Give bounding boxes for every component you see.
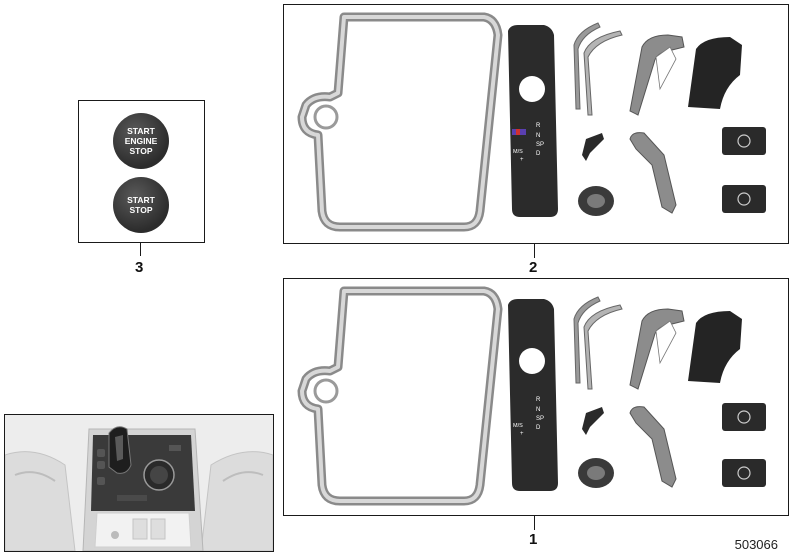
engine-button-line-2: ENGINE (124, 136, 158, 146)
callout-kit-top: 2 (529, 259, 538, 276)
callout-buttons: 3 (135, 259, 144, 276)
start-button-line-2: STOP (129, 205, 153, 215)
screw (582, 407, 604, 435)
park-switch-lower (722, 185, 766, 213)
gear-label-plus: + (520, 431, 524, 437)
park-switch-upper (722, 127, 766, 155)
callout-kit-bottom: 1 (529, 531, 538, 548)
grommet (578, 458, 614, 488)
gear-label-d: D (536, 425, 541, 431)
center-panel: R N SP D M/S + (508, 25, 558, 217)
shift-trim-lower (629, 132, 677, 214)
gear-label-n: N (536, 133, 540, 139)
gear-label-plus: + (520, 157, 524, 163)
chrome-strips (573, 22, 623, 116)
dark-cover (688, 311, 742, 383)
shift-trim-lower (629, 406, 677, 488)
gear-label-sp: SP (536, 416, 544, 422)
screw (582, 133, 604, 161)
kit-box-bottom: R N SP D M/S + (283, 278, 789, 516)
gear-label-sp: SP (536, 142, 544, 148)
park-switch-lower (722, 459, 766, 487)
engine-button-line-1: START (127, 126, 155, 136)
leader-line-kit-top (534, 243, 535, 258)
center-panel: R N SP D M/S + (508, 299, 558, 491)
gear-label-r: R (536, 397, 541, 403)
trim-frame (297, 12, 503, 232)
diagram-number: 503066 (734, 537, 778, 552)
buttons-box: START ENGINE STOP START STOP (78, 100, 205, 243)
interior-overview (4, 414, 274, 552)
engine-button-line-3: STOP (129, 146, 153, 156)
gear-label-r: R (536, 123, 541, 129)
gear-label-ms: M/S (513, 149, 523, 155)
leader-line-buttons (140, 242, 141, 256)
dark-cover (688, 37, 742, 109)
start-stop-button: START STOP (113, 177, 169, 233)
gear-label-ms: M/S (513, 423, 523, 429)
grommet (578, 186, 614, 216)
gear-label-n: N (536, 407, 540, 413)
shift-trim-upper (629, 34, 685, 116)
trim-frame (297, 286, 503, 506)
kit-parts-bottom: R N SP D M/S + (297, 286, 766, 506)
shift-trim-upper (629, 308, 685, 390)
console-illustration (5, 415, 273, 551)
gear-label-d: D (536, 151, 541, 157)
kit-parts-top: R N SP D M/S + (297, 12, 766, 232)
park-switch-upper (722, 403, 766, 431)
start-button-line-1: START (127, 195, 155, 205)
leader-line-kit-bottom (534, 515, 535, 530)
kit-box-top: R N SP D M/S + (283, 4, 789, 244)
start-engine-stop-button: START ENGINE STOP (113, 113, 169, 169)
chrome-strips (573, 296, 623, 390)
